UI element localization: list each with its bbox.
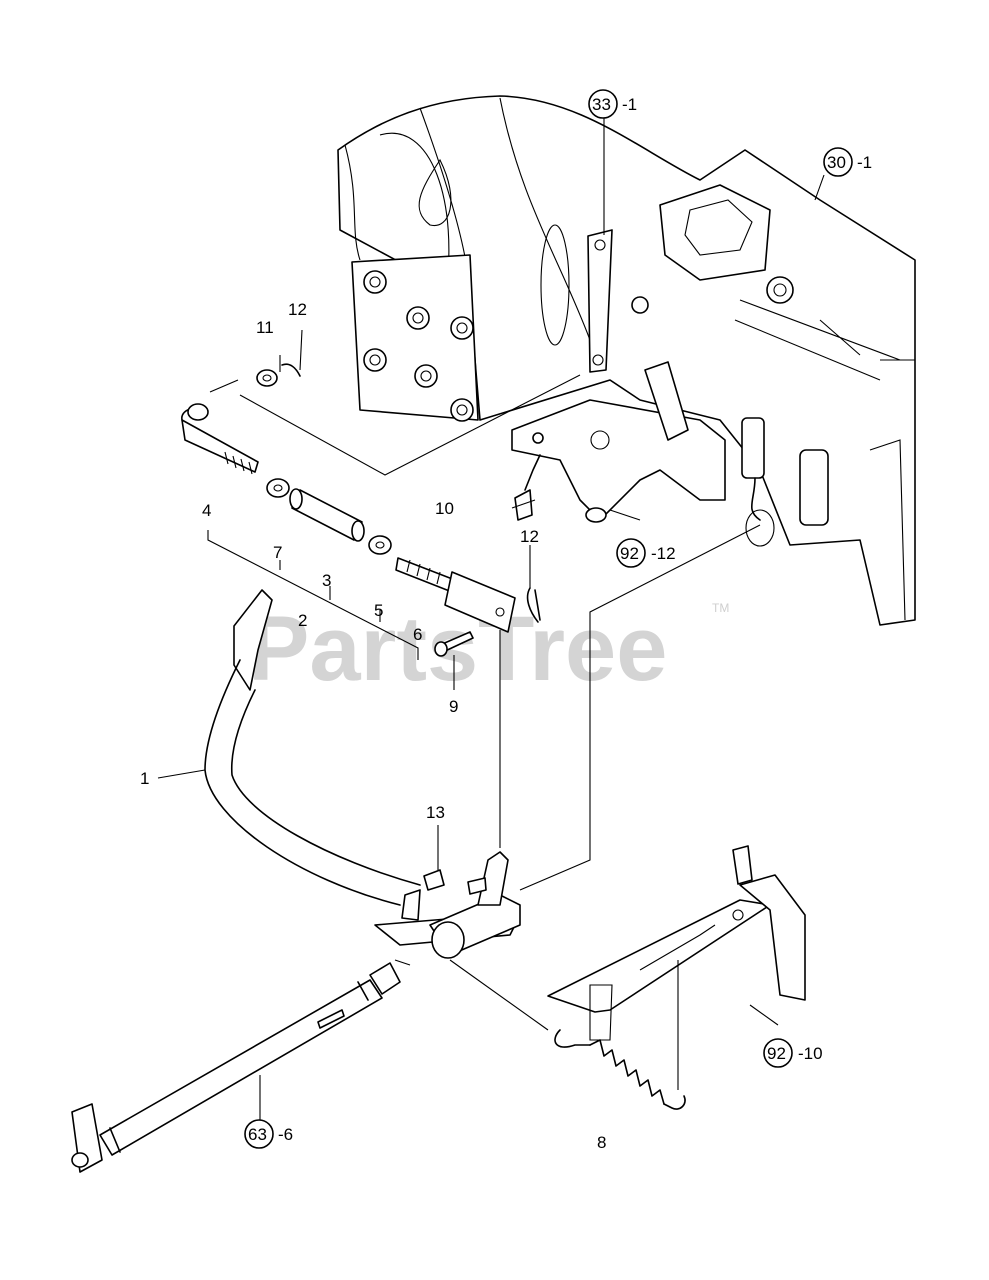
ref-30-suffix: -1 [857, 153, 872, 172]
rod-assembly [181, 363, 541, 657]
ref-63-6[interactable]: 63 -6 [244, 1119, 293, 1149]
ref-30-number: 30 [827, 153, 846, 172]
lower-bracket [547, 845, 806, 1041]
callout-part-10[interactable]: 10 [435, 499, 454, 518]
callout-labels: 1 2 3 4 5 6 7 8 9 10 11 12 12 13 [140, 300, 606, 1152]
callout-part-13[interactable]: 13 [426, 803, 445, 822]
ref-33-suffix: -1 [622, 95, 637, 114]
watermark-trademark: TM [712, 601, 729, 615]
leader-lines [157, 110, 825, 1125]
group-bracket-lines [207, 530, 419, 660]
ref-92a-suffix: -12 [651, 544, 676, 563]
callout-part-2[interactable]: 2 [298, 611, 307, 630]
ref-92-10[interactable]: 92 -10 [763, 1038, 823, 1068]
callout-part-12-upper[interactable]: 12 [288, 300, 307, 319]
transmission-housing [337, 95, 916, 626]
callout-part-3[interactable]: 3 [322, 571, 331, 590]
tension-spring [554, 1029, 686, 1110]
callout-part-9[interactable]: 9 [449, 697, 458, 716]
callout-part-6[interactable]: 6 [413, 625, 422, 644]
ref-92-12[interactable]: 92 -12 [616, 538, 676, 568]
callout-part-4[interactable]: 4 [202, 501, 211, 520]
callout-part-8[interactable]: 8 [597, 1133, 606, 1152]
pedal-assembly [204, 589, 521, 959]
ref-92b-number: 92 [767, 1044, 786, 1063]
ref-63-suffix: -6 [278, 1125, 293, 1144]
ref-33-number: 33 [592, 95, 611, 114]
pedal-shaft [71, 962, 401, 1173]
ref-92a-number: 92 [620, 544, 639, 563]
callout-part-1[interactable]: 1 [140, 769, 149, 788]
watermark-text: PartsTree [248, 598, 667, 700]
ref-63-number: 63 [248, 1125, 267, 1144]
ref-30-1[interactable]: 30 -1 [823, 147, 872, 177]
callout-part-7[interactable]: 7 [273, 543, 282, 562]
ref-33-1[interactable]: 33 -1 [588, 89, 637, 119]
callout-part-5[interactable]: 5 [374, 601, 383, 620]
callout-part-11[interactable]: 11 [256, 318, 274, 337]
ref-92b-suffix: -10 [798, 1044, 823, 1063]
callout-part-12-lower[interactable]: 12 [520, 527, 539, 546]
